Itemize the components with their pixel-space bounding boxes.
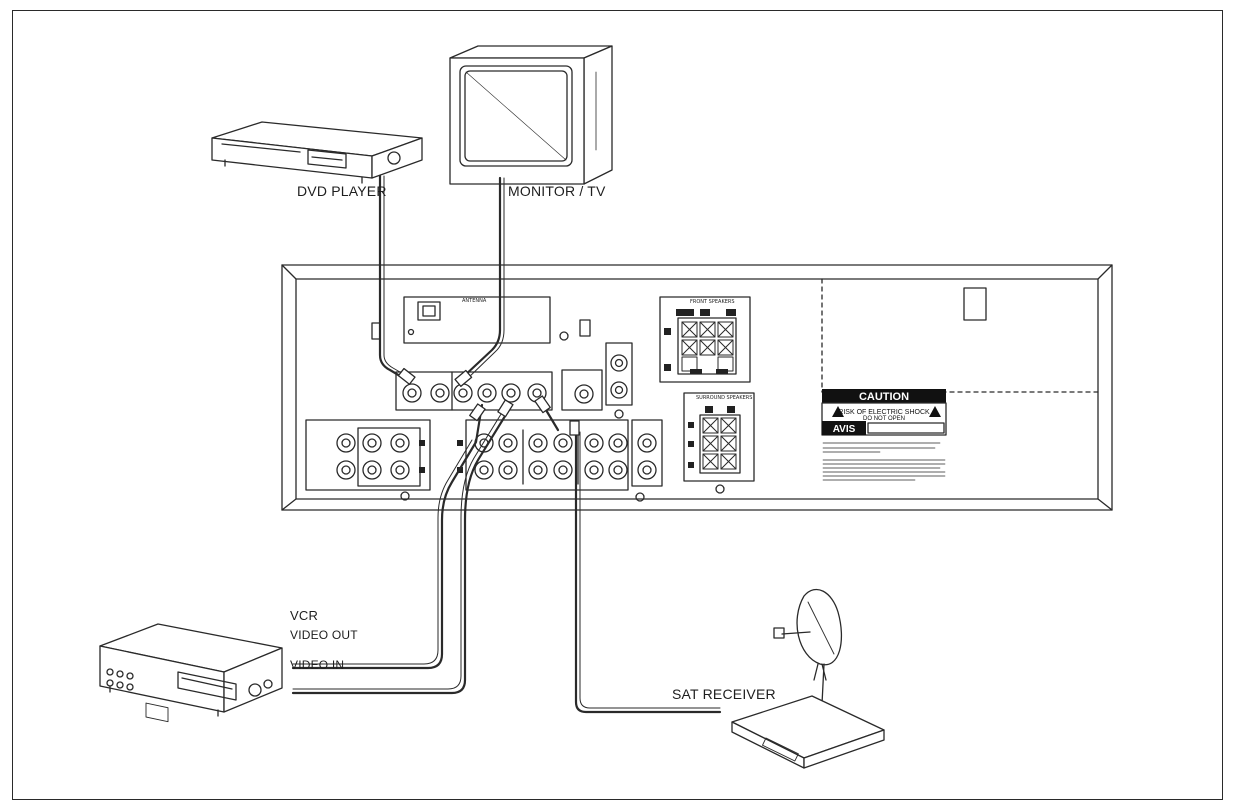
svg-text:SURROUND SPEAKERS: SURROUND SPEAKERS [696, 395, 752, 401]
vcr-video-in-label: VIDEO IN [290, 658, 345, 672]
vcr-label: VCR [290, 608, 319, 623]
svg-text:ANTENNA: ANTENNA [462, 298, 487, 304]
svg-text:FRONT SPEAKERS: FRONT SPEAKERS [690, 299, 735, 305]
dvd-player [211, 121, 423, 184]
rca-plugs [397, 367, 580, 436]
sat-receiver [731, 695, 885, 769]
dvd-player-label: DVD PLAYER [297, 183, 387, 199]
avis-label: AVIS [833, 424, 856, 435]
caution-line1: RISK OF ELECTRIC SHOCK [838, 409, 930, 416]
caution-title: CAUTION [859, 391, 909, 403]
receiver-rear-panel: ANTENNA FRONT SPEAKERS [281, 264, 1113, 511]
sat-receiver-label: SAT RECEIVER [672, 686, 776, 702]
monitor-tv [449, 45, 613, 185]
sat-dish [773, 588, 842, 705]
vcr [99, 623, 283, 723]
monitor-tv-label: MONITOR / TV [508, 183, 606, 199]
vcr-video-out-label: VIDEO OUT [290, 628, 358, 642]
caution-line2: DO NOT OPEN [863, 416, 905, 422]
